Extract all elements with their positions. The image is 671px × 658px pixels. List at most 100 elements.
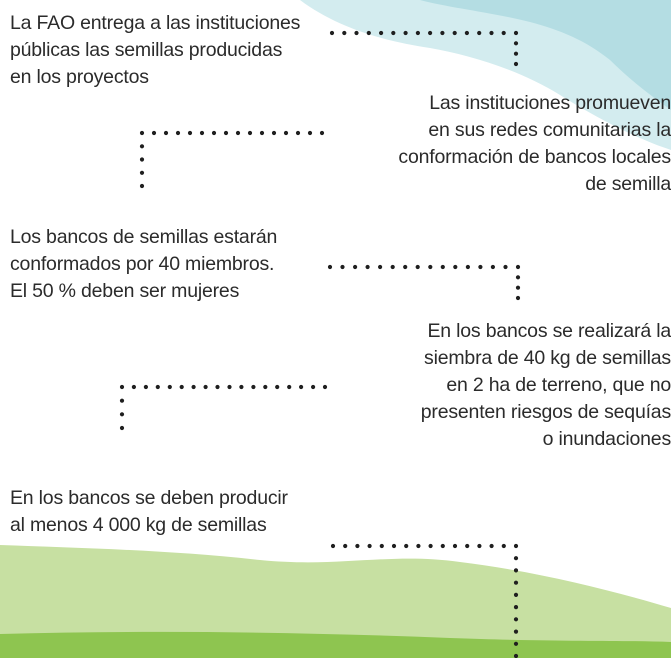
connector-dot bbox=[295, 130, 301, 136]
connector-dot bbox=[513, 629, 519, 634]
connector-5-end bbox=[330, 543, 519, 658]
connector-dot bbox=[415, 30, 420, 36]
connector-dot bbox=[378, 264, 383, 270]
connector-dot bbox=[513, 51, 519, 56]
step-4-text: En los bancos se realizará la siembra de… bbox=[420, 320, 671, 450]
connector-dot bbox=[513, 568, 519, 573]
connector-4-5 bbox=[119, 384, 328, 431]
connector-dot bbox=[271, 130, 277, 136]
connector-dot bbox=[319, 130, 325, 136]
ground-light bbox=[0, 545, 671, 658]
connector-dot bbox=[343, 543, 348, 549]
connector-dot bbox=[342, 30, 347, 36]
connector-dot bbox=[199, 130, 205, 136]
step-2-text: Las instituciones promueven en sus redes… bbox=[398, 92, 671, 195]
connector-dot bbox=[311, 384, 316, 390]
connector-dot bbox=[139, 157, 145, 162]
connector-dot bbox=[367, 543, 372, 549]
connector-dot bbox=[322, 384, 328, 390]
connector-dot bbox=[175, 130, 181, 136]
connector-dot bbox=[379, 543, 384, 549]
step-3-text: Los bancos de semillas estarán conformad… bbox=[10, 226, 278, 302]
connector-dot bbox=[415, 264, 420, 270]
connector-dot bbox=[163, 130, 169, 136]
connector-dot bbox=[453, 264, 458, 270]
connector-dot bbox=[513, 617, 519, 622]
connector-dot bbox=[513, 641, 519, 646]
connector-dot bbox=[155, 384, 160, 390]
connector-dot bbox=[251, 384, 256, 390]
connector-dot bbox=[503, 264, 508, 270]
connector-dot bbox=[239, 384, 244, 390]
connector-dot bbox=[465, 264, 470, 270]
connector-dot bbox=[259, 130, 265, 136]
connector-dot bbox=[440, 264, 445, 270]
connector-dot bbox=[247, 130, 253, 136]
step-5-text: En los bancos se deben producir al menos… bbox=[10, 487, 288, 536]
connector-dot bbox=[119, 425, 125, 431]
connector-dot bbox=[465, 543, 470, 549]
connector-dot bbox=[151, 130, 157, 136]
connector-dot bbox=[477, 543, 482, 549]
connector-dot bbox=[187, 130, 193, 136]
connector-dot bbox=[119, 398, 125, 403]
connector-dot bbox=[478, 264, 483, 270]
connector-dot bbox=[404, 543, 409, 549]
connector-dot bbox=[489, 543, 494, 549]
connector-dot bbox=[489, 30, 494, 36]
connector-dot bbox=[477, 30, 482, 36]
connector-dot bbox=[515, 275, 521, 280]
connector-dot bbox=[330, 543, 336, 549]
connector-dot bbox=[139, 183, 145, 189]
connector-dot bbox=[235, 130, 241, 136]
connector-dot bbox=[354, 30, 359, 36]
connector-dot bbox=[513, 605, 519, 610]
connector-dot bbox=[452, 30, 457, 36]
top-wave-mid bbox=[420, 0, 671, 110]
connector-dot bbox=[513, 592, 519, 598]
connector-dot bbox=[515, 285, 521, 290]
connector-dot bbox=[365, 264, 370, 270]
connector-dot bbox=[379, 30, 384, 36]
connector-dot bbox=[501, 30, 506, 36]
connector-dot bbox=[353, 264, 358, 270]
connector-dot bbox=[131, 384, 136, 390]
connector-dot bbox=[167, 384, 172, 390]
connector-dot bbox=[329, 30, 335, 36]
connector-dot bbox=[366, 30, 371, 36]
connector-dot bbox=[416, 543, 421, 549]
connector-dot bbox=[307, 130, 313, 136]
connector-2-3 bbox=[139, 130, 325, 189]
connector-dot bbox=[391, 543, 397, 549]
connector-dot bbox=[355, 543, 360, 549]
connector-dot bbox=[139, 130, 145, 136]
step-1-text: La FAO entrega a las instituciones públi… bbox=[10, 12, 301, 88]
connector-dot bbox=[119, 384, 125, 390]
connector-dot bbox=[211, 130, 217, 136]
connector-dot bbox=[263, 384, 268, 390]
connector-dot bbox=[490, 264, 495, 270]
connector-dot bbox=[464, 30, 469, 36]
connector-dot bbox=[179, 384, 184, 390]
connector-dot bbox=[143, 384, 148, 390]
connector-dot bbox=[513, 61, 519, 67]
connector-dot bbox=[440, 30, 445, 36]
connector-dot bbox=[287, 384, 292, 390]
connector-dot bbox=[215, 384, 220, 390]
connector-dot bbox=[327, 264, 333, 270]
ground-dark bbox=[0, 631, 671, 658]
connector-dot bbox=[513, 41, 519, 46]
connector-dot bbox=[515, 264, 521, 270]
connector-dot bbox=[275, 384, 280, 390]
connector-3-4 bbox=[327, 264, 521, 301]
connector-dot bbox=[428, 264, 433, 270]
connector-dot bbox=[283, 130, 289, 136]
connector-1-2 bbox=[329, 30, 519, 67]
connector-dot bbox=[139, 170, 145, 175]
connector-dot bbox=[513, 580, 519, 585]
connector-dot bbox=[390, 264, 395, 270]
connector-dot bbox=[403, 30, 408, 36]
connector-dot bbox=[513, 30, 519, 36]
